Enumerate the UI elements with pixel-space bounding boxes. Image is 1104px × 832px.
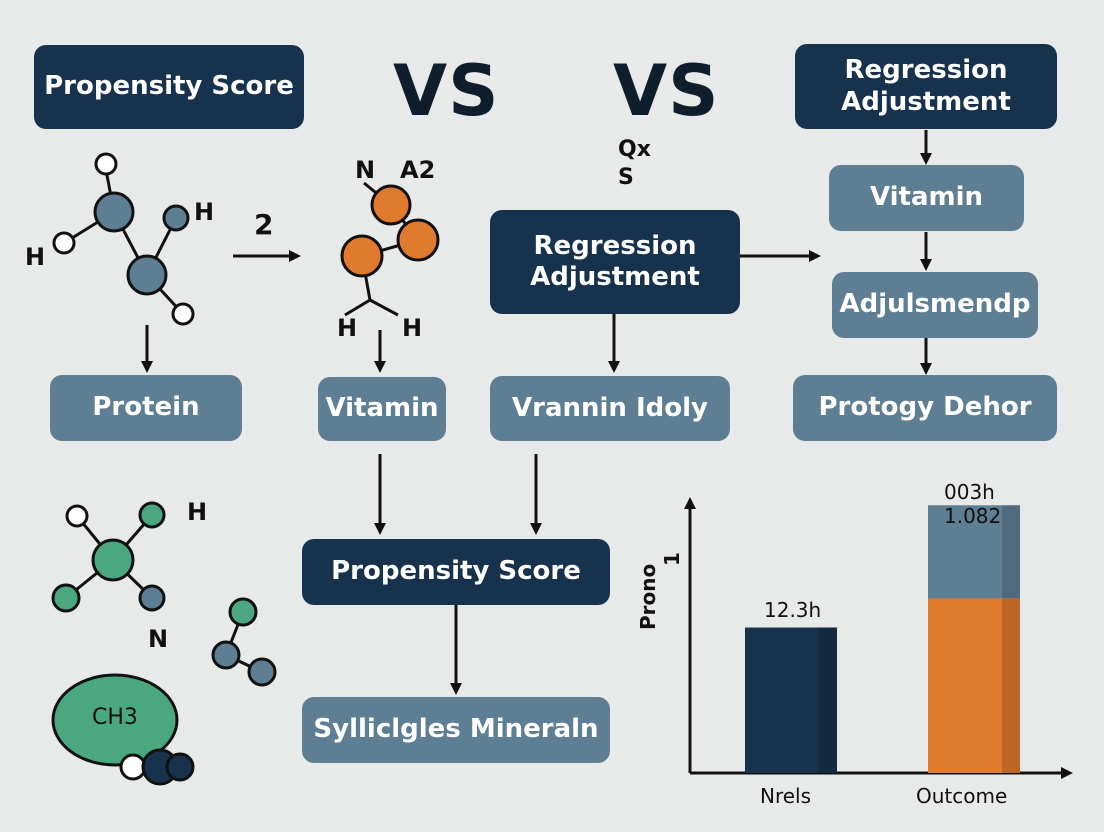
bar-outcome-shade-0 [1002,598,1020,773]
vitamin-idoly-label: Vrannin Idoly [512,392,708,423]
chart-x-tick-outcome: Outcome [916,784,1008,808]
regression-adjustment-center-box: Regression Adjustment [490,210,740,314]
vitamin-right-box: Vitamin [829,165,1024,231]
regression-adjustment-header-box: Regression Adjustment [795,44,1057,129]
protein-label: Protein [92,392,200,423]
h-atom-bottom-right: H [402,314,423,342]
vitamin-right-label: Vitamin [869,182,984,213]
chart-bar-label-outcome: 003h 1.082 [944,480,1002,528]
flow-arrows [141,130,932,695]
orange-molecule [340,181,440,317]
h-atom-left: H [25,243,46,271]
chart-bar-label-nrels: 12.3h [764,598,822,622]
h-atom-right: H [194,198,215,226]
h-atom-bottom-left: H [337,314,358,342]
vitamin-left-label: Vitamin [325,393,439,424]
adjulsmendp-label: Adjulsmendp [839,289,1031,320]
propensity-score-center-box: Propensity Score [302,539,610,605]
vs-label-1: VS [393,50,500,132]
adjulsmendp-box: Adjulsmendp [832,272,1038,338]
left-molecule [52,152,195,326]
protogy-dehor-box: Protogy Dehor [793,375,1057,441]
propensity-score-header-box: Propensity Score [34,45,304,129]
ch3-label: CH3 [92,705,138,730]
bar-nrels-shade-0 [819,627,837,773]
bar-outcome-shade-1 [1002,505,1020,599]
vitamin-left-box: Vitamin [318,377,446,441]
vs-label-2: VS [613,50,720,132]
ch3-blob [51,673,195,786]
qx-s-mark: Qx S [618,137,651,190]
h-atom-green: H [187,498,208,526]
n-atom-green: N [148,625,169,653]
sylliclgles-mineraln-box: Sylliclgles Mineraln [302,697,610,763]
propensity-score-header-label: Propensity Score [44,71,294,102]
a2-label: A2 [400,156,436,184]
chart-y-label: Prono [636,563,660,630]
reaction-number: 2 [254,208,274,241]
protogy-dehor-label: Protogy Dehor [818,392,1032,423]
regression-adjustment-header-label: Regression Adjustment [841,55,1011,117]
n-atom-top: N [355,156,376,184]
bar-outcome-segment-0 [928,598,1020,773]
bar-nrels-segment-0 [745,627,837,773]
protein-box: Protein [50,375,242,441]
chart-x-tick-nrels: Nrels [760,784,812,808]
chart-y-tick: 1 [660,552,684,566]
bar-outcome-segment-1 [928,505,1020,599]
chart-bars [745,505,1020,773]
propensity-score-center-label: Propensity Score [331,556,581,587]
regression-adjustment-center-label: Regression Adjustment [530,230,700,292]
sylliclgles-mineraln-label: Sylliclgles Mineraln [313,714,599,745]
small-molecule [211,597,277,687]
vitamin-idoly-box: Vrannin Idoly [490,376,730,441]
green-molecule [51,501,166,613]
